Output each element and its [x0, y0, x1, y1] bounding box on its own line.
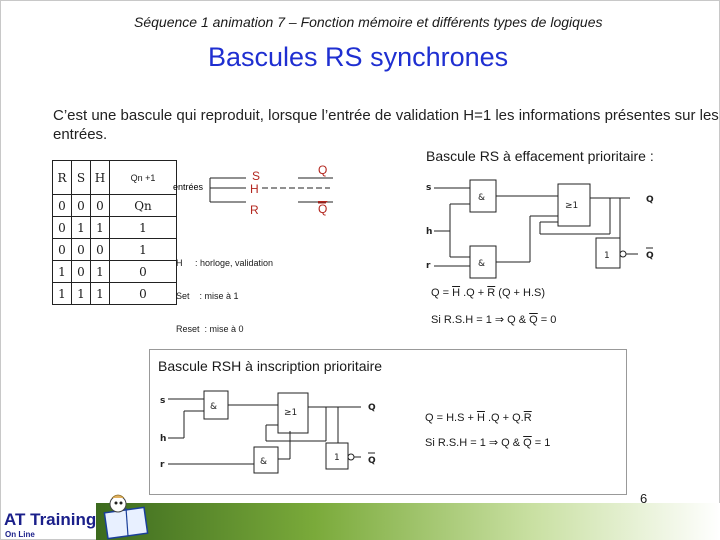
and-label-1: &: [478, 193, 485, 203]
symbol-q: Q: [318, 163, 327, 177]
table-cell: Qn: [109, 194, 177, 217]
table-cell: 0: [90, 238, 110, 261]
eq-part: Q =: [431, 287, 453, 299]
eq-part: Q = H.S +: [425, 412, 477, 424]
table-cell: 0: [71, 194, 91, 217]
out-qbar: Q: [646, 251, 654, 261]
effacement-circuit: s h r & & ≥1 1 Q Q: [426, 179, 654, 279]
table-row: 0 1 1 1: [52, 216, 177, 239]
brand-logo-text: AT Training: [4, 510, 97, 529]
cond-qbar: Q: [529, 314, 538, 326]
input-h: h: [160, 434, 166, 444]
out-qbar: Q: [368, 456, 376, 466]
eq-hbar: H: [476, 412, 485, 424]
eq-rbar: R: [523, 412, 532, 424]
table-cell: 1: [52, 260, 72, 283]
table-cell: 1: [52, 282, 72, 305]
page-title: Bascules RS synchrones: [208, 42, 509, 72]
table-cell: 1: [90, 260, 110, 283]
table-cell: 1: [109, 238, 177, 261]
cond-part: Si R.S.H = 1: [425, 437, 489, 449]
table-cell: 0: [71, 260, 91, 283]
table-cell: 1: [90, 282, 110, 305]
col-header-h: H: [90, 160, 110, 195]
eq-hbar: H: [452, 287, 461, 299]
input-s: s: [160, 396, 165, 406]
table-cell: 1: [71, 216, 91, 239]
symbol-h: H: [250, 182, 259, 196]
table-cell: 1: [109, 216, 177, 239]
input-r: r: [426, 261, 431, 271]
header-subtitle: Séquence 1 animation 7 – Fonction mémoir…: [134, 14, 603, 30]
cond-part: Q &: [498, 437, 524, 449]
or-gate: [277, 392, 309, 434]
cond-qbar: Q: [523, 437, 532, 449]
table-cell: 0: [109, 282, 177, 305]
inv-label: 1: [604, 251, 610, 261]
table-row: 1 1 1 0: [52, 282, 177, 305]
inscription-caption: Bascule RSH à inscription prioritaire: [158, 358, 383, 374]
cond-part: = 1: [531, 437, 551, 449]
table-cell: 1: [90, 216, 110, 239]
out-q: Q: [646, 195, 654, 205]
out-q: Q: [368, 403, 376, 413]
symbol-s: S: [252, 169, 260, 183]
effacement-caption: Bascule RS à effacement prioritaire :: [426, 148, 654, 164]
cond-part: Q &: [504, 314, 530, 326]
cond-part: Si R.S.H = 1: [431, 314, 495, 326]
table-cell: 0: [90, 194, 110, 217]
table-cell: 1: [71, 282, 91, 305]
or-label: ≥1: [565, 201, 578, 211]
table-cell: 0: [109, 260, 177, 283]
and-label-2: &: [260, 457, 267, 467]
inscription-equation: Q = H.S + H .Q + Q.R: [425, 412, 532, 424]
eq-part: .Q +: [460, 287, 488, 299]
input-h: h: [426, 227, 432, 237]
footer-gradient-bar: [96, 503, 720, 540]
table-cell: 0: [52, 238, 72, 261]
table-row: 1 0 1 0: [52, 260, 177, 283]
table-row: 0 0 0 1: [52, 238, 177, 261]
rs-latch-symbol: entrées S H R Q Q: [173, 163, 333, 217]
symbol-r: R: [250, 203, 259, 217]
implies-icon: ⇒: [488, 437, 499, 449]
eq-part: .Q + Q.: [484, 412, 524, 424]
input-r: r: [160, 460, 165, 470]
effacement-equation: Q = H .Q + R (Q + H.S): [431, 287, 545, 299]
brand-logo-subtext: On Line: [5, 530, 35, 539]
inscription-circuit: s h r & & ≥1 1 Q Q: [160, 390, 376, 474]
truth-table-header: R S H Qn +1: [52, 160, 177, 195]
legend: H : horloge, validation Set : mise à 1 R…: [176, 236, 273, 346]
or-gate: [557, 183, 591, 227]
effacement-condition: Si R.S.H = 1 ⇒ Q & Q = 0: [431, 313, 556, 326]
col-header-s: S: [71, 160, 91, 195]
col-header-r: R: [52, 160, 72, 195]
eq-rbar: R: [487, 287, 496, 299]
table-cell: 0: [52, 194, 72, 217]
and-label-1: &: [210, 402, 217, 412]
page-number: 6: [640, 491, 648, 506]
legend-set: Set : mise à 1: [176, 291, 239, 301]
inscription-box: [149, 349, 627, 495]
cond-part: = 0: [537, 314, 557, 326]
legend-reset: Reset : mise à 0: [176, 324, 244, 334]
legend-h: H : horloge, validation: [176, 258, 274, 268]
eq-part: (Q + H.S): [495, 287, 546, 299]
input-s: s: [426, 183, 431, 193]
and-label-2: &: [478, 259, 485, 269]
col-header-qn1: Qn +1: [109, 160, 177, 195]
table-cell: 0: [71, 238, 91, 261]
symbol-qbar: Q: [318, 202, 327, 216]
reading-mascot-icon: [103, 494, 149, 540]
and-gate-2: [253, 446, 279, 474]
truth-table: R S H Qn +1 0 0 0 Qn 0 1 1 1 0 0 0 1 1 0…: [52, 160, 177, 305]
entrees-label: entrées: [173, 182, 204, 192]
or-label: ≥1: [284, 408, 297, 418]
implies-icon: ⇒: [494, 314, 505, 326]
table-row: 0 0 0 Qn: [52, 194, 177, 217]
inv-label: 1: [334, 453, 340, 463]
inscription-condition: Si R.S.H = 1 ⇒ Q & Q = 1: [425, 436, 550, 449]
intro-paragraph: C’est une bascule qui reproduit, lorsque…: [53, 107, 719, 143]
table-cell: 0: [52, 216, 72, 239]
